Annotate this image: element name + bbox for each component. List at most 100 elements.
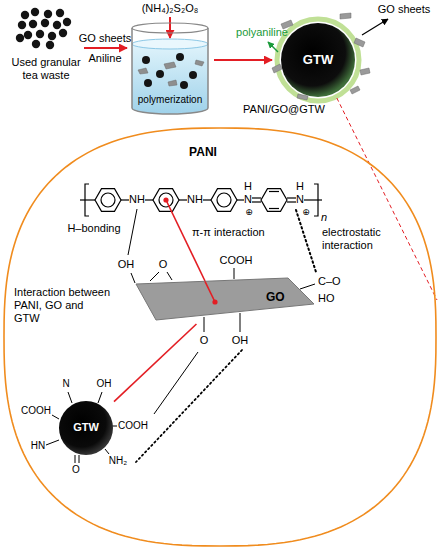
- sheet-body: [136, 278, 314, 320]
- bond: [300, 284, 315, 289]
- label-holder: COOH: [21, 405, 51, 417]
- group-label: OH: [118, 258, 135, 271]
- bond-line: [154, 352, 198, 414]
- label-holder: H: [296, 180, 304, 193]
- label-holder: OH: [232, 334, 249, 347]
- gtw-bonds: [46, 392, 117, 463]
- zoom-leader: [337, 98, 437, 300]
- go-flake: [168, 80, 177, 86]
- node-text: GTW: [73, 421, 99, 434]
- charge-label: ⊕: [302, 207, 310, 217]
- tea-granule: [41, 19, 49, 27]
- go-flake: [138, 68, 148, 74]
- label-holder: O: [72, 464, 80, 476]
- pani-structure: [80, 184, 322, 216]
- tea-granule: [144, 79, 152, 87]
- group-label: COOH: [118, 420, 148, 432]
- bond: [131, 273, 135, 283]
- beaker-rim: [132, 23, 208, 33]
- pi-pi-line: [166, 200, 205, 281]
- repeat-bracket: [85, 184, 89, 216]
- interaction-dot: [212, 299, 217, 304]
- label-holder: PANI/GO@GTW: [243, 103, 325, 116]
- repeat-bracket: [314, 184, 318, 216]
- label-holder: electrostatic interaction: [322, 226, 402, 251]
- label-holder: HN: [31, 440, 45, 452]
- h-bond-line: [128, 209, 137, 255]
- text-holder: GTW: [58, 400, 114, 456]
- bond: [121, 199, 129, 200]
- go-flake: [340, 13, 351, 19]
- product-sphere: GTW: [280, 22, 356, 98]
- label-holder: GO sheets: [79, 32, 132, 45]
- leader-arrow: [362, 19, 388, 35]
- bond: [68, 392, 72, 403]
- group-label: NH₂: [109, 455, 127, 467]
- quinoid-ring: [261, 189, 287, 212]
- reagent-label: Aniline: [88, 52, 121, 65]
- bond: [237, 199, 244, 200]
- group-label: C–O: [318, 275, 341, 288]
- sheet-outline: [128, 274, 318, 324]
- label-holder: O: [159, 258, 168, 271]
- zoom-region: Interaction between PANI, GO and GTWGOGT…: [3, 127, 437, 547]
- group-label: O: [72, 464, 80, 476]
- tea-granule: [56, 9, 64, 17]
- gtw-sphere: GTW: [58, 400, 114, 456]
- label-holder: Aniline: [88, 52, 121, 65]
- label-holder: N: [244, 193, 252, 206]
- bond: [46, 440, 59, 445]
- atom-label: NH: [187, 193, 203, 206]
- group-label: N: [62, 378, 69, 390]
- atom-label: N: [244, 193, 252, 206]
- bond: [304, 199, 322, 200]
- go-flake: [195, 60, 204, 66]
- label-holder: ⊕: [245, 207, 253, 217]
- label-holder: NH: [187, 193, 203, 206]
- label-holder: NH: [129, 193, 145, 206]
- text-holder: Interaction between PANI, GO and GTW: [14, 286, 110, 326]
- product-label: PANI/GO@GTW: [243, 103, 325, 116]
- beaker-wall: [132, 28, 208, 114]
- sphere-body: [281, 23, 355, 97]
- aromatic-circle: [159, 193, 173, 207]
- interaction-dot: [163, 197, 168, 202]
- bond: [269, 208, 279, 209]
- bond: [52, 415, 59, 419]
- label-holder: COOH: [220, 254, 253, 267]
- label-holder: H–bonding: [67, 222, 120, 235]
- bond: [204, 317, 205, 332]
- bond: [252, 197, 261, 198]
- region-outline: [4, 128, 436, 546]
- label-holder: C–O: [318, 275, 341, 288]
- tea-granule: [48, 32, 56, 40]
- tea-granules: [142, 53, 197, 89]
- label-holder: n: [321, 211, 327, 224]
- benzene-ring: [95, 189, 121, 212]
- label-holder: Used granular tea waste: [6, 56, 86, 81]
- node-text: Interaction between PANI, GO and GTW: [14, 286, 110, 326]
- label-holder: HO: [318, 292, 335, 305]
- liquid-surface: [132, 39, 208, 49]
- coating-label: polyaniline: [236, 26, 288, 39]
- material-label: Used granular tea waste: [6, 56, 86, 81]
- go-flake: [164, 62, 176, 69]
- process-arrow: [84, 47, 127, 49]
- bond: [75, 455, 76, 463]
- reaction-liquid: [132, 44, 208, 114]
- aromatic-circle: [217, 193, 231, 207]
- bond: [150, 272, 159, 281]
- atom-label: H: [296, 180, 304, 193]
- go-bonds: [131, 268, 315, 332]
- go-flakes: [138, 60, 204, 86]
- atom-label: N: [296, 193, 304, 206]
- go-flake: [354, 38, 365, 47]
- bond: [80, 199, 95, 200]
- group-label: COOH: [21, 405, 51, 417]
- charge-label: ⊕: [245, 207, 253, 217]
- bond: [167, 272, 172, 280]
- tea-granules: [16, 8, 71, 49]
- label-holder: H: [244, 180, 252, 193]
- node-text: GTW: [303, 52, 333, 68]
- electrostatic-line: [296, 210, 316, 272]
